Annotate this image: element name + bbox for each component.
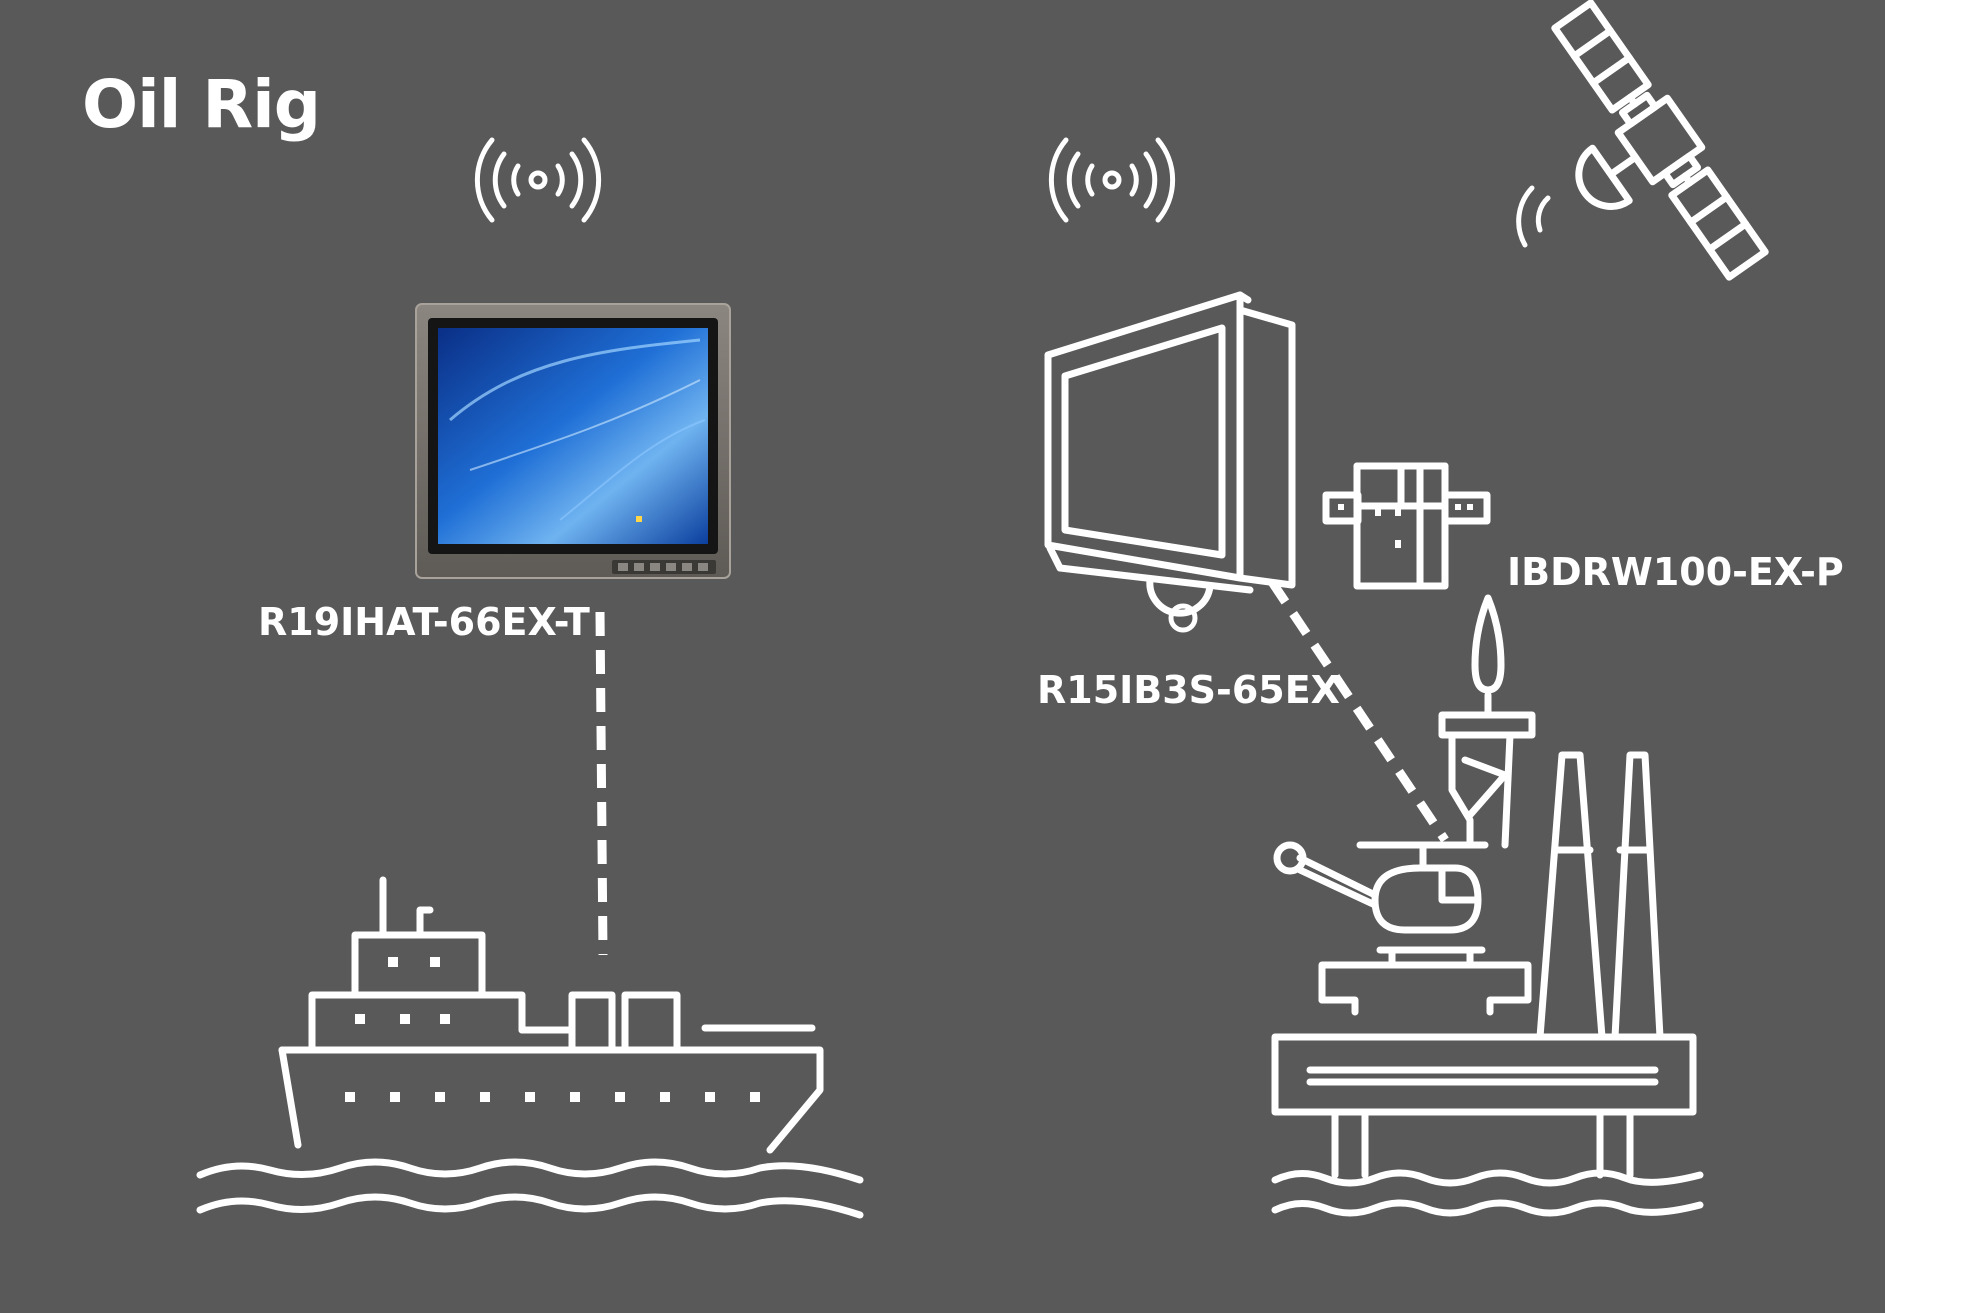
page-title: Oil Rig: [82, 66, 321, 143]
monitor-icon: [1044, 291, 1296, 633]
connector-monitor-rig: [1268, 579, 1449, 843]
panel-pc-label: R19IHAT-66EX-T: [258, 600, 590, 644]
diagram-background: [0, 0, 1885, 1313]
bridge-device-icon: [1322, 462, 1491, 590]
wireless-signal-icon: [1048, 137, 1176, 223]
panel-pc-image: [415, 303, 731, 579]
bridge-label: IBDRW100-EX-P: [1507, 550, 1844, 594]
oil-rig-icon: [1271, 594, 1704, 1217]
wireless-signal-icon: [474, 137, 602, 223]
monitor-label: R15IB3S-65EX: [1037, 668, 1340, 712]
connector-panel-pc-ship: [595, 611, 608, 956]
ship-icon: [196, 876, 864, 1219]
satellite-icon: [1516, 0, 1769, 281]
